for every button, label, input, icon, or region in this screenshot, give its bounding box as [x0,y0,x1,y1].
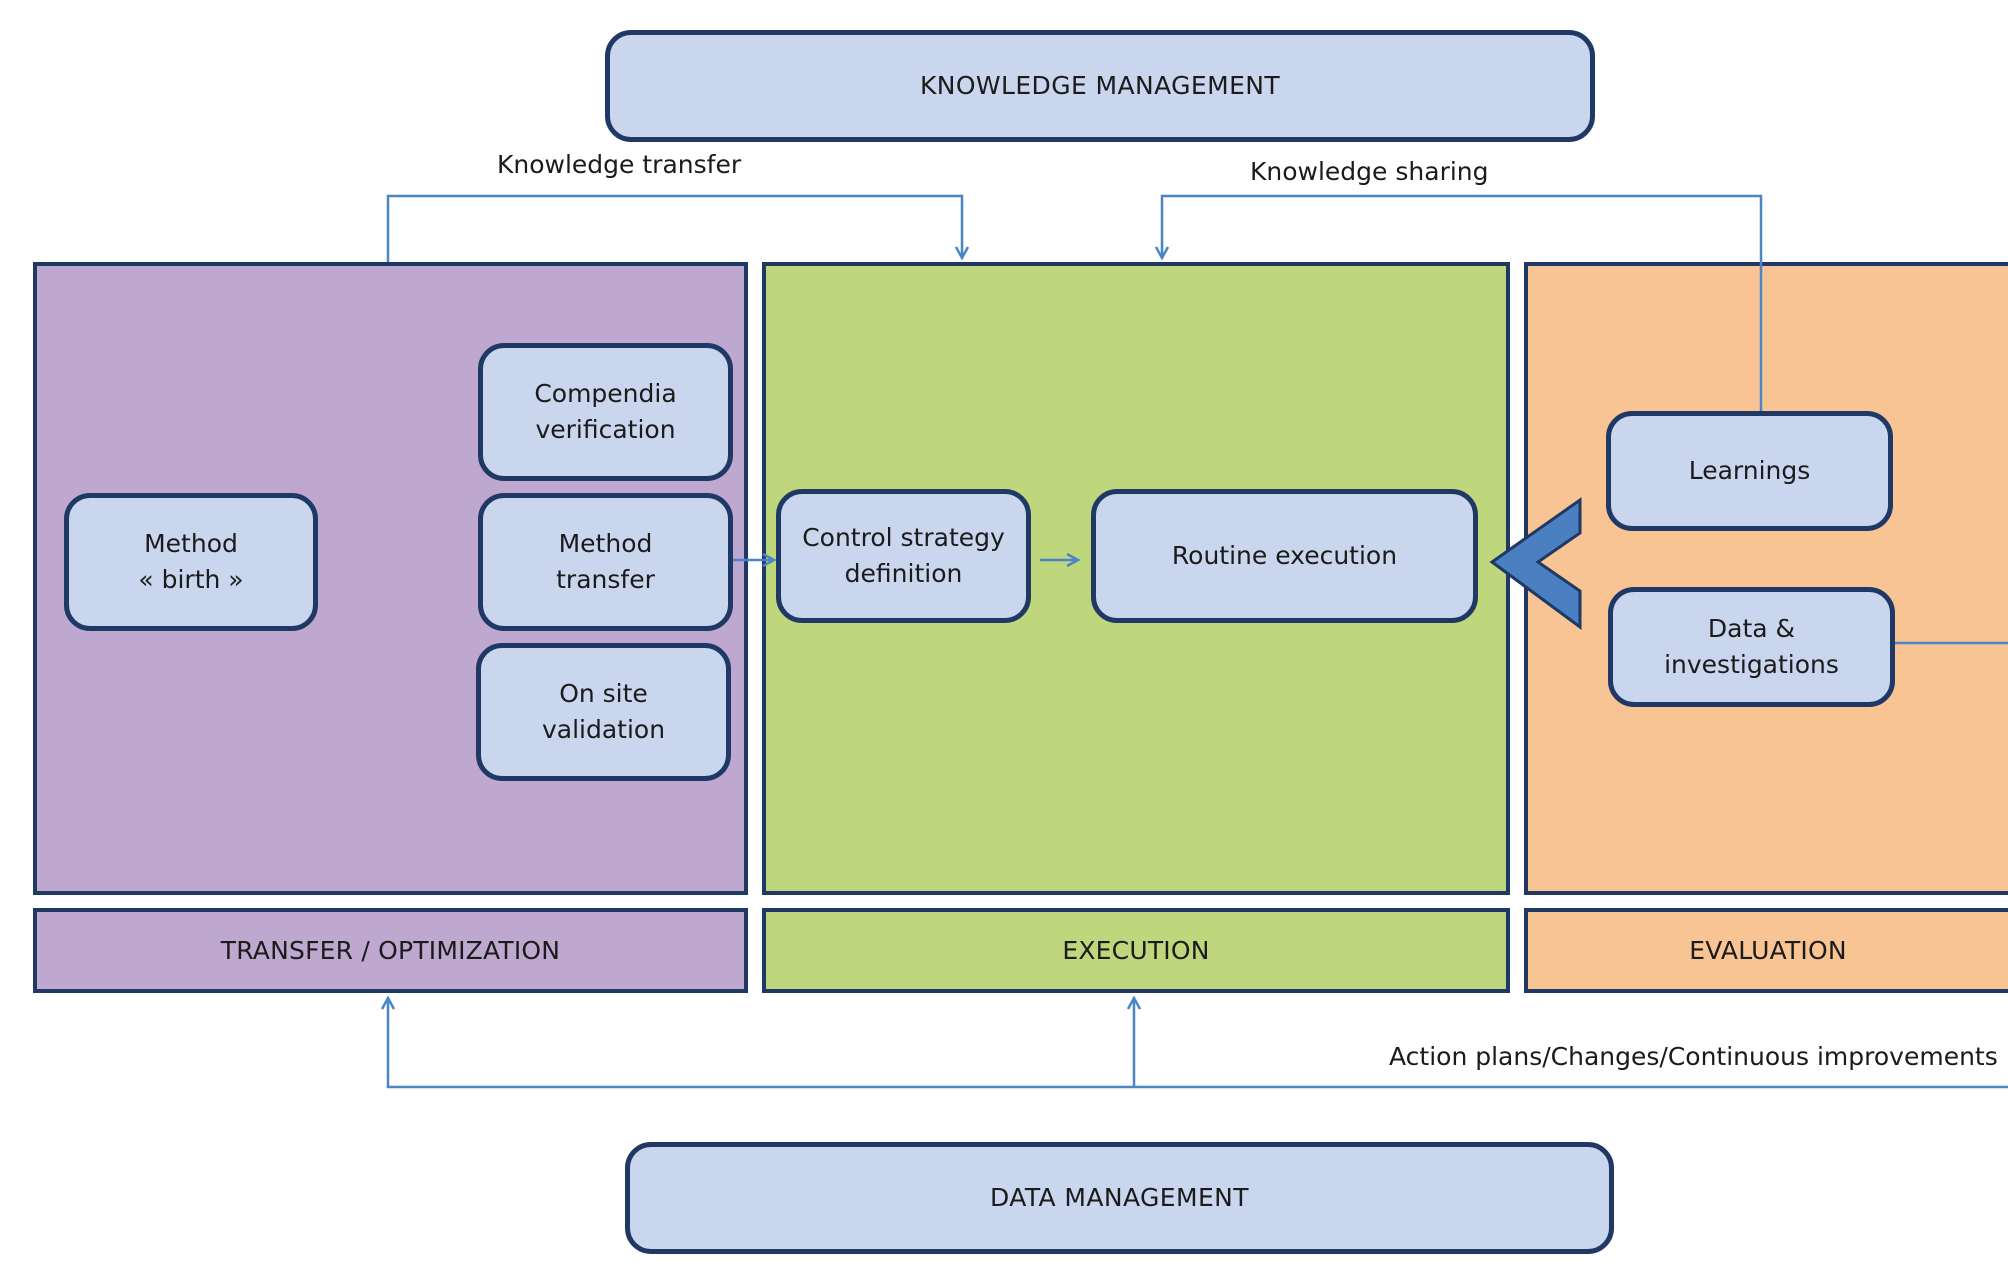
control-strategy-node: Control strategy definition [776,489,1031,623]
data-management-box: DATA MANAGEMENT [625,1142,1614,1254]
method-birth-node: Method « birth » [64,493,318,631]
action-plans-feedback-line [388,998,2008,1089]
execution-phase-label: EXECUTION [762,908,1510,993]
knowledge-transfer-label: Knowledge transfer [497,150,742,179]
knowledge-transfer-connector [386,194,962,262]
action-plans-label: Action plans/Changes/Continuous improvem… [1389,1042,1998,1071]
data-investigations-node: Data & investigations [1608,587,1895,707]
knowledge-sharing-connector [1162,194,1763,411]
learnings-node: Learnings [1606,411,1893,531]
knowledge-management-box: KNOWLEDGE MANAGEMENT [605,30,1595,142]
evaluation-phase-label: EVALUATION [1524,908,2008,993]
chevron-left-icon [1489,497,1582,630]
knowledge-sharing-label: Knowledge sharing [1250,157,1489,186]
transfer-phase-label: TRANSFER / OPTIMIZATION [33,908,748,993]
compendia-verification-node: Compendia verification [478,343,733,481]
on-site-validation-node: On site validation [476,643,731,781]
routine-execution-node: Routine execution [1091,489,1478,623]
method-transfer-node: Method transfer [478,493,733,631]
